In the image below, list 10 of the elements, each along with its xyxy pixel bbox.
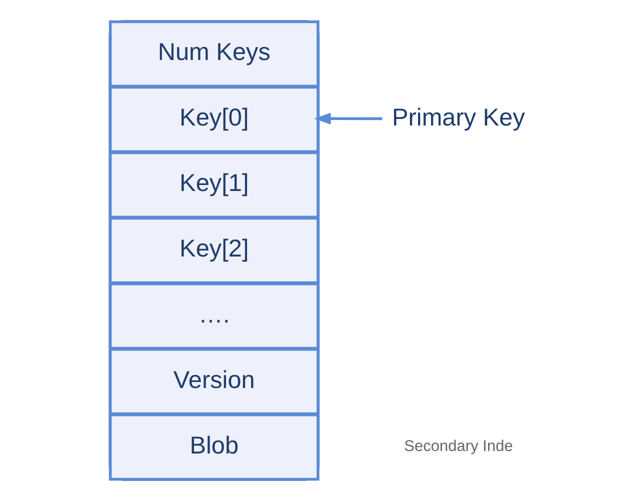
node-box: Version [108,348,320,416]
node-box: Key[1] [108,151,320,219]
label: Secondary Inde [404,438,513,456]
node-text: Primary Key [392,104,525,132]
node-box: Num Keys [108,20,320,88]
node-box: Key[0] [108,86,320,154]
node-box: Key[2] [108,216,320,284]
node-box: …. [108,282,320,350]
arrow [314,112,382,124]
node-box: Blob [108,413,320,481]
